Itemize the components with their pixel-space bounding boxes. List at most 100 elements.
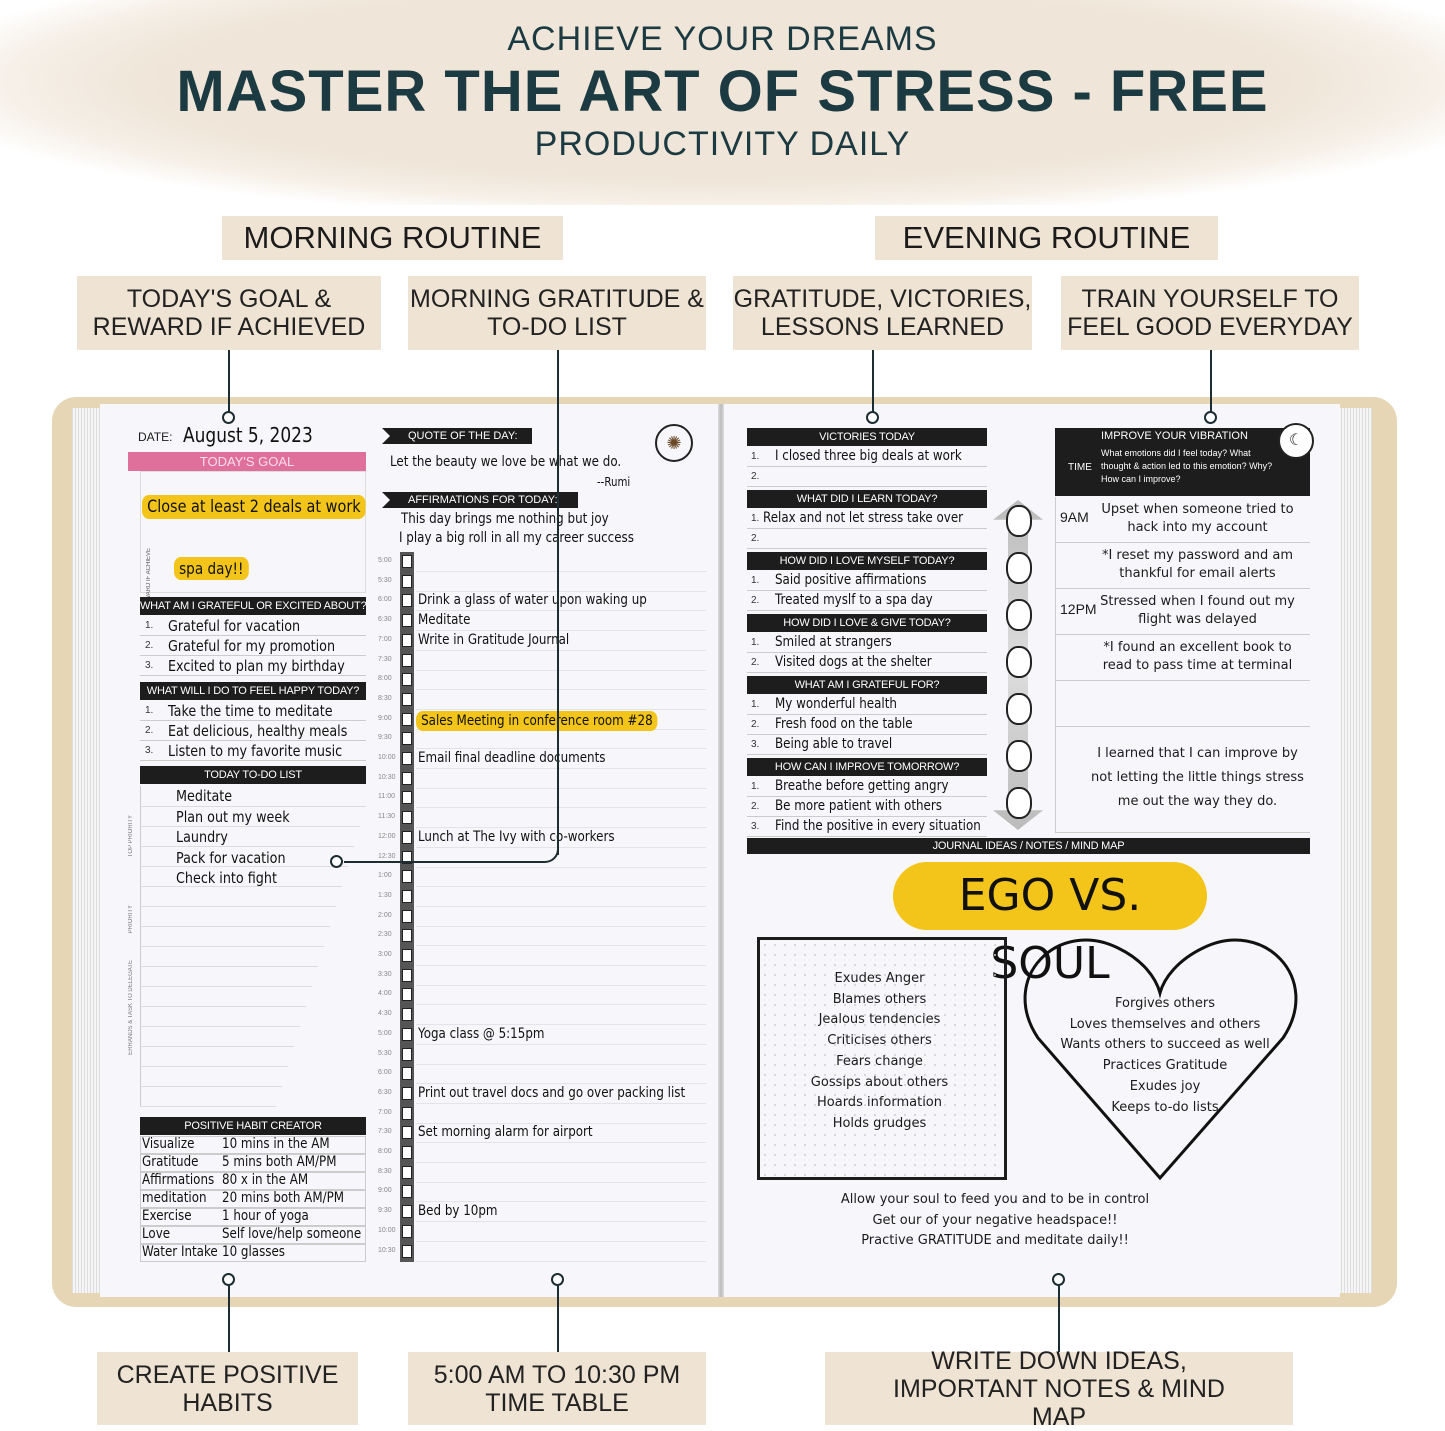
todo-line bbox=[140, 826, 360, 827]
vibration-time: 12PM bbox=[1060, 601, 1097, 617]
quote-header: QUOTE OF THE DAY: bbox=[382, 428, 532, 444]
habit-target: 5 mins both AM/PM bbox=[222, 1154, 337, 1170]
connector-dot bbox=[222, 411, 235, 424]
time-slot-checkbox[interactable] bbox=[400, 611, 414, 632]
time-slot-checkbox[interactable] bbox=[400, 1024, 414, 1045]
time-label: 8:30 bbox=[378, 1167, 392, 1175]
morning-routine-label: MORNING ROUTINE bbox=[222, 216, 563, 260]
time-slot-checkbox[interactable] bbox=[400, 946, 414, 966]
soul-trait: Keeps to-do lists bbox=[1111, 1099, 1219, 1115]
time-slot-checkbox[interactable] bbox=[400, 847, 414, 868]
time-slot-checkbox[interactable] bbox=[400, 552, 414, 572]
list-item: Grateful for vacation bbox=[168, 617, 301, 635]
time-slot-checkbox[interactable] bbox=[400, 1083, 414, 1104]
time-label: 9:30 bbox=[378, 1207, 392, 1215]
time-slot-checkbox[interactable] bbox=[400, 1103, 414, 1124]
schedule-entry: Set morning alarm for airport bbox=[418, 1124, 593, 1141]
time-slot-checkbox[interactable] bbox=[400, 729, 414, 750]
todo-line bbox=[140, 1006, 306, 1007]
list-number: 2. bbox=[751, 719, 760, 730]
sun-icon: ✺ bbox=[655, 424, 693, 462]
time-slot-checkbox[interactable] bbox=[400, 926, 414, 947]
time-slot-checkbox[interactable] bbox=[400, 630, 414, 651]
mood-face-icon bbox=[1006, 599, 1032, 631]
list-number: 2. bbox=[751, 801, 760, 812]
vibration-row bbox=[1055, 543, 1310, 589]
time-slot-checkbox[interactable] bbox=[400, 670, 414, 691]
time-line bbox=[416, 1260, 706, 1262]
todo-item: Laundry bbox=[176, 828, 228, 846]
time-slot-checkbox[interactable] bbox=[400, 906, 414, 927]
time-label: 11:00 bbox=[378, 793, 395, 801]
time-slot-checkbox[interactable] bbox=[400, 1221, 414, 1242]
time-line bbox=[416, 669, 706, 671]
time-line bbox=[416, 1240, 706, 1242]
todo-item: Pack for vacation bbox=[176, 848, 286, 867]
todo-line bbox=[140, 906, 336, 907]
time-slot-checkbox[interactable] bbox=[400, 1182, 414, 1203]
time-slot-checkbox[interactable] bbox=[400, 1162, 414, 1183]
ego-trait: Blames others bbox=[832, 991, 927, 1007]
connector-todo bbox=[557, 350, 559, 855]
time-slot-checkbox[interactable] bbox=[400, 689, 414, 710]
time-label: 2:00 bbox=[378, 911, 392, 919]
time-slot-checkbox[interactable] bbox=[400, 827, 414, 848]
subheadline: PRODUCTIVITY DAILY bbox=[534, 125, 911, 163]
time-slot-checkbox[interactable] bbox=[400, 965, 414, 986]
list-row bbox=[140, 741, 366, 761]
time-label: 1:30 bbox=[378, 891, 392, 899]
time-slot-checkbox[interactable] bbox=[400, 591, 414, 612]
list-item: Be more patient with others bbox=[775, 798, 942, 814]
todo-item: Plan out my week bbox=[176, 807, 290, 826]
time-line bbox=[416, 886, 706, 888]
headline: MASTER THE ART OF STRESS - FREE bbox=[176, 59, 1269, 124]
time-slot-checkbox[interactable] bbox=[400, 808, 414, 829]
time-slot-checkbox[interactable] bbox=[400, 749, 414, 769]
section-header: WHAT DID I LEARN TODAY? bbox=[747, 490, 987, 508]
time-slot-checkbox[interactable] bbox=[400, 650, 414, 671]
todo-line bbox=[140, 1086, 282, 1087]
list-item: Breathe before getting angry bbox=[775, 778, 949, 794]
time-slot-checkbox[interactable] bbox=[400, 1005, 414, 1026]
list-row bbox=[747, 695, 987, 715]
feature-gratitude-todo: MORNING GRATITUDE & TO-DO LIST bbox=[408, 276, 706, 350]
time-label: 6:00 bbox=[378, 1069, 392, 1077]
time-slot-checkbox[interactable] bbox=[400, 788, 414, 809]
time-slot-checkbox[interactable] bbox=[400, 709, 414, 730]
time-line bbox=[416, 610, 706, 612]
list-number: 2. bbox=[751, 657, 760, 668]
time-line bbox=[416, 846, 706, 848]
list-number: 1. bbox=[751, 575, 760, 586]
connector-dot bbox=[866, 411, 879, 424]
todo-line bbox=[140, 926, 330, 927]
time-label: 6:00 bbox=[378, 596, 392, 604]
todays-goal-header: TODAY'S GOAL bbox=[128, 452, 366, 471]
time-slot-checkbox[interactable] bbox=[400, 985, 414, 1006]
time-line bbox=[416, 1221, 706, 1223]
todo-item: Check into fight bbox=[176, 869, 277, 887]
time-slot-checkbox[interactable] bbox=[400, 571, 414, 592]
affirmations-header: AFFIRMATIONS FOR TODAY: bbox=[382, 492, 578, 508]
list-row bbox=[747, 715, 987, 735]
mood-face-icon bbox=[1006, 505, 1032, 537]
time-label: 12:00 bbox=[378, 832, 396, 840]
time-slot-checkbox[interactable] bbox=[400, 1064, 414, 1085]
time-label: TIME bbox=[1068, 462, 1092, 473]
time-slot-checkbox[interactable] bbox=[400, 1241, 414, 1262]
list-item: Excited to plan my birthday bbox=[168, 657, 345, 675]
time-slot-checkbox[interactable] bbox=[400, 1044, 414, 1065]
time-slot-checkbox[interactable] bbox=[400, 768, 414, 789]
list-item: Find the positive in every situation bbox=[775, 818, 981, 834]
time-line bbox=[416, 1142, 706, 1144]
todo-line bbox=[140, 886, 342, 887]
time-slot-checkbox[interactable] bbox=[400, 886, 414, 907]
todo-line bbox=[140, 966, 318, 967]
time-slot-checkbox[interactable] bbox=[400, 867, 414, 888]
list-number: 1. bbox=[751, 781, 760, 792]
time-slot-checkbox[interactable] bbox=[400, 1202, 414, 1223]
time-slot-checkbox[interactable] bbox=[400, 1143, 414, 1163]
time-label: 1:00 bbox=[378, 872, 392, 880]
time-slot-checkbox[interactable] bbox=[400, 1123, 414, 1144]
time-line bbox=[416, 925, 706, 927]
soul-trait: Exudes joy bbox=[1129, 1078, 1201, 1094]
